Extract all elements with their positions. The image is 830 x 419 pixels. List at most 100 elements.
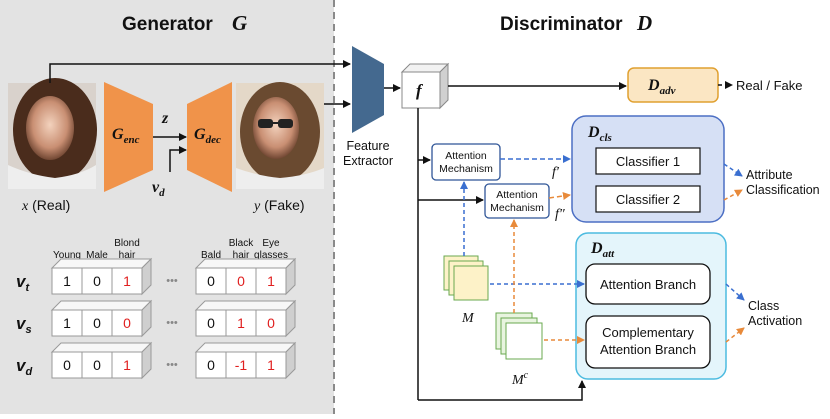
feature-cube <box>400 62 450 110</box>
vector-cell <box>81 267 113 295</box>
cls1-to-attr-arrow <box>723 163 743 177</box>
vector-block-top <box>194 300 297 311</box>
attribute-header-left-0: Young <box>53 250 81 261</box>
vector-cell <box>225 351 257 379</box>
discriminator-symbol: D <box>636 11 652 35</box>
ellipsis: ••• <box>166 359 178 371</box>
classifier-1-label: Classifier 1 <box>616 154 680 169</box>
vector-value: 0 <box>237 273 245 289</box>
vector-value: 0 <box>207 273 215 289</box>
d-adv-label: Dadv <box>647 77 676 97</box>
mask-m-label: M <box>461 311 475 326</box>
generator-encoder <box>104 82 153 192</box>
vector-value: 1 <box>267 273 275 289</box>
attribute-vector-row-d: vd 0 0 1 0 -1 1 ••• <box>16 341 297 380</box>
attention-mechanism-2 <box>484 183 550 219</box>
vector-value: 1 <box>63 315 71 331</box>
vector-cell <box>81 351 113 379</box>
attribute-header-left-1: Male <box>86 250 108 261</box>
d-cls-label: Dcls <box>587 124 612 144</box>
vector-label-t: vt <box>16 272 30 294</box>
ellipsis: ••• <box>166 275 178 287</box>
real-face-image <box>8 78 97 189</box>
vector-value: 0 <box>93 273 101 289</box>
cls2-to-attr-arrow <box>723 189 743 201</box>
compbranch-to-activation-arrow <box>725 327 745 343</box>
attention-branch-label: Attention Branch <box>600 277 696 292</box>
vector-value: 0 <box>93 315 101 331</box>
vector-value: 1 <box>267 357 275 373</box>
vector-value: 1 <box>123 273 131 289</box>
attbranch-to-activation-arrow <box>725 283 745 301</box>
vector-value: 1 <box>237 315 245 331</box>
encoder-label: Genc <box>112 126 140 146</box>
vector-value: 1 <box>123 357 131 373</box>
real-to-extractor-arrow <box>49 60 351 83</box>
vector-cell <box>111 267 143 295</box>
vector-value: 0 <box>123 315 131 331</box>
vector-cell <box>255 309 287 337</box>
classifier-1-box <box>595 147 701 175</box>
vector-value: 0 <box>267 315 275 331</box>
attention-mechanism-1 <box>431 143 501 181</box>
vd-label: vd <box>152 179 165 199</box>
vector-cell <box>195 309 227 337</box>
vector-value: 0 <box>207 357 215 373</box>
vector-cell <box>255 267 287 295</box>
vector-block-top <box>50 342 153 353</box>
attribute-vector-row-t: vt 1 0 1 0 0 1 ••• <box>16 257 297 296</box>
fake-face-image <box>236 82 324 189</box>
vector-block-top <box>50 258 153 269</box>
real-caption: x (Real) <box>21 197 70 214</box>
attribute-header-right-0: Bald <box>201 250 221 261</box>
vector-label-d: vd <box>16 356 32 378</box>
vector-cell <box>51 351 83 379</box>
generator-title: Generator <box>122 14 213 35</box>
mask-mc-label: Mc <box>511 370 529 388</box>
attention-mask-stack <box>443 255 489 301</box>
classifier-2-label: Classifier 2 <box>616 192 680 207</box>
vector-value: 0 <box>93 357 101 373</box>
feature-extractor <box>352 46 384 133</box>
feature-f-label: f <box>416 81 424 100</box>
generator-decoder <box>187 82 232 192</box>
fake-caption: y (Fake) <box>252 197 305 214</box>
vector-cell <box>51 267 83 295</box>
vector-value: -1 <box>235 357 248 373</box>
vector-block-top <box>194 258 297 269</box>
trunk-to-datt-arrow <box>418 380 586 401</box>
vector-cell <box>111 309 143 337</box>
vector-block-top <box>50 300 153 311</box>
complementary-branch-box <box>585 315 711 369</box>
d-att-label: Datt <box>590 240 615 260</box>
classifier-2-box <box>595 185 701 213</box>
real-fake-output: Real / Fake <box>736 78 802 93</box>
decoder-label: Gdec <box>194 126 221 146</box>
vd-input-arrow <box>169 146 187 172</box>
attention-branch-box <box>585 263 711 305</box>
vector-cell <box>111 351 143 379</box>
vector-value: 0 <box>63 357 71 373</box>
latent-z-label: z <box>161 110 169 127</box>
ellipsis: ••• <box>166 317 178 329</box>
discriminator-title: Discriminator <box>500 14 623 35</box>
fdoubleprime-arrow <box>548 192 571 200</box>
vector-cell <box>81 309 113 337</box>
vector-cell <box>225 309 257 337</box>
vector-value: 1 <box>63 273 71 289</box>
vector-block-top <box>194 342 297 353</box>
generator-symbol: G <box>232 11 247 35</box>
